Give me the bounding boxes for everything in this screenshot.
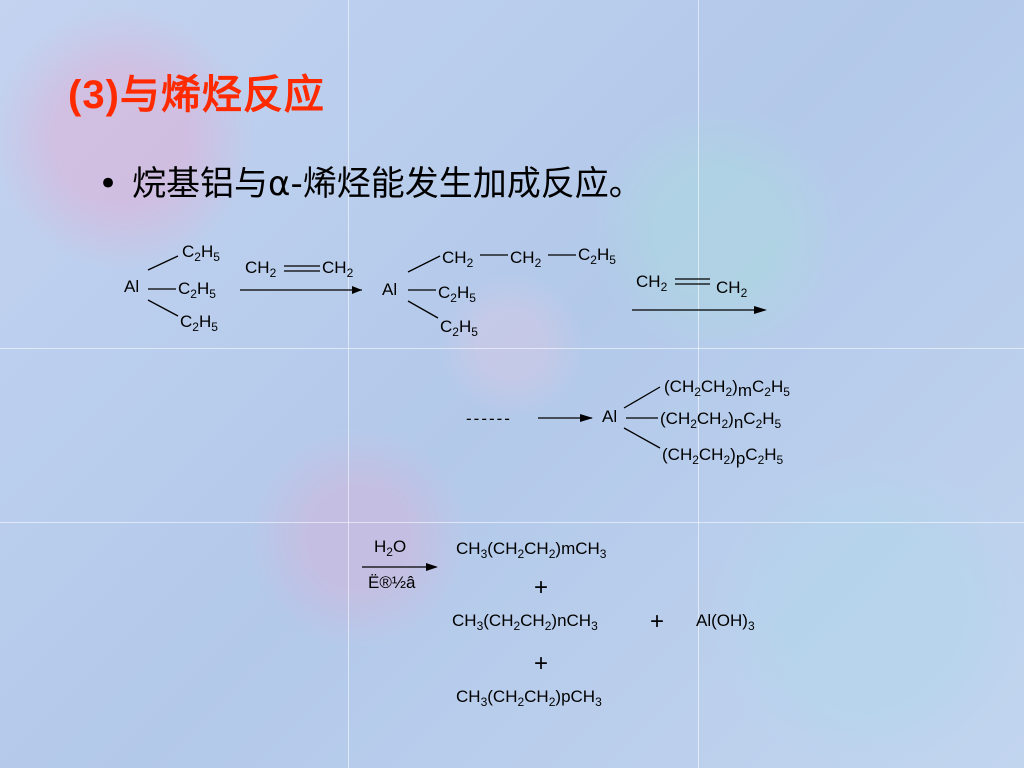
arrowhead-3 (580, 414, 593, 422)
growth-chain-n: (CH2CH2)nC2H5 (660, 409, 782, 432)
arrowhead-hydrolysis (426, 563, 438, 571)
plus-sign-2: + (650, 608, 665, 635)
tile-seam-v2 (698, 0, 699, 768)
ethylene-right-2: CH2 (716, 278, 748, 300)
bullet-dot: • (98, 164, 119, 204)
alkane-product-m: CH3(CH2CH2)mCH3 (456, 539, 607, 561)
water-label: H2O (374, 537, 407, 559)
ethyl-mid-1: C2H5 (178, 279, 216, 301)
tile-seam-h1 (0, 348, 1024, 349)
ethyl-mid-2: C2H5 (438, 283, 476, 305)
al-atom-2: Al (382, 280, 398, 299)
plus-sign-1: + (534, 574, 549, 601)
arrowhead-1 (352, 286, 362, 294)
chain-c2h5: C2H5 (578, 245, 616, 267)
al-atom-3: Al (602, 407, 618, 426)
tile-seam-v1 (348, 0, 349, 768)
al-atom-1: Al (124, 277, 140, 296)
hydrolysis-condition-label: Ë®½â (368, 573, 416, 592)
bullet-text: 烷基铝与α-烯烃能发生加成反应。 (132, 164, 643, 204)
alkane-product-n: CH3(CH2CH2)nCH3 (452, 611, 598, 633)
ethyl-bot-2: C2H5 (440, 317, 478, 339)
tile-seam-h2 (0, 522, 1024, 523)
bond-al2-top (407, 255, 441, 273)
bond-al3-bot (623, 427, 661, 449)
bond-al3-top (623, 386, 661, 409)
ethyl-bot-1: C2H5 (180, 312, 218, 334)
growth-chain-m: (CH2CH2)mC2H5 (664, 377, 790, 400)
bond-al1-bot (147, 299, 179, 317)
bond-al2-bot (407, 300, 439, 319)
bond-al1-top (147, 255, 179, 271)
ethylene-left-1: CH2 (245, 258, 277, 280)
chain-ch2-a: CH2 (442, 248, 474, 270)
ethylene-right-1: CH2 (322, 258, 354, 280)
slide-title: (3)与烯烃反应 (68, 73, 325, 117)
growth-chain-p: (CH2CH2)pC2H5 (662, 445, 784, 468)
continuation-dashes: ------ (466, 409, 512, 428)
ethylene-left-2: CH2 (636, 272, 668, 294)
arrowhead-2 (754, 306, 767, 314)
alkane-product-p: CH3(CH2CH2)pCH3 (456, 687, 602, 709)
bullet-item: • 烷基铝与α-烯烃能发生加成反应。 (98, 156, 643, 205)
ethyl-top-1: C2H5 (182, 242, 220, 264)
plus-sign-3: + (534, 650, 549, 677)
aluminum-hydroxide: Al(OH)3 (696, 611, 755, 633)
chain-ch2-b: CH2 (510, 248, 542, 270)
